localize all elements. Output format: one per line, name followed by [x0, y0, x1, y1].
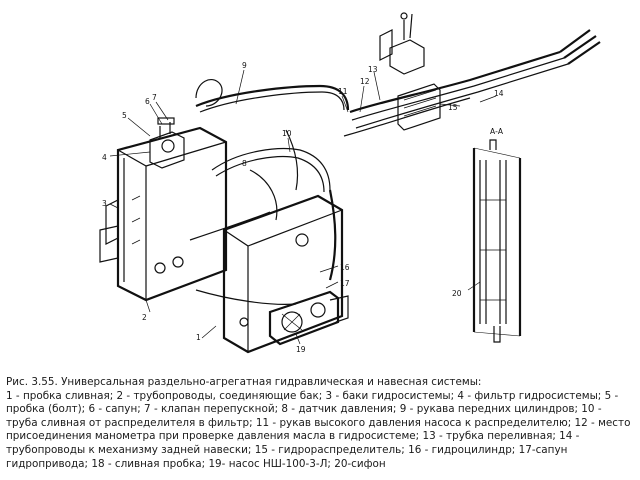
pipes: [189, 29, 601, 305]
callout-4: 4: [102, 153, 107, 162]
callout-11: 11: [338, 87, 348, 96]
callout-19: 19: [296, 345, 306, 354]
callout-10: 10: [282, 129, 292, 138]
left-tank: [99, 126, 228, 302]
section-label: А-А: [490, 127, 504, 136]
callout-labels: 1 2 3 4 5 6 7 8 9 10 11 12 13 14 15 16 1…: [102, 61, 504, 354]
distributor: [379, 12, 441, 131]
callout-2: 2: [142, 313, 147, 322]
callout-5: 5: [122, 111, 127, 120]
callout-16: 16: [340, 263, 350, 272]
callout-9: 9: [242, 61, 247, 70]
section-a-a: [467, 139, 522, 343]
callout-12: 12: [360, 77, 370, 86]
filter-assembly: [149, 117, 185, 169]
callout-17: 17: [340, 279, 350, 288]
right-tank: [222, 194, 344, 354]
callout-15: 15: [448, 103, 458, 112]
callout-6: 6: [145, 97, 150, 106]
callout-20: 20: [452, 289, 462, 298]
callout-3: 3: [102, 199, 107, 208]
callout-1: 1: [196, 333, 201, 342]
callout-7: 7: [152, 93, 157, 102]
leader-lines: [109, 69, 497, 345]
callout-13: 13: [368, 65, 378, 74]
caption-legend: 1 - пробка сливная; 2 - трубопроводы, со…: [6, 389, 631, 470]
callout-8: 8: [242, 159, 247, 168]
figure-caption: Рис. 3.55. Универсальная раздельно-агрег…: [6, 376, 636, 471]
hydraulic-system-diagram: 1 2 3 4 5 6 7 8 9 10 11 12 13 14 15 16 1…: [99, 12, 601, 354]
callout-14: 14: [494, 89, 504, 98]
caption-title: Рис. 3.55. Универсальная раздельно-агрег…: [6, 376, 482, 388]
pump: [268, 290, 349, 346]
